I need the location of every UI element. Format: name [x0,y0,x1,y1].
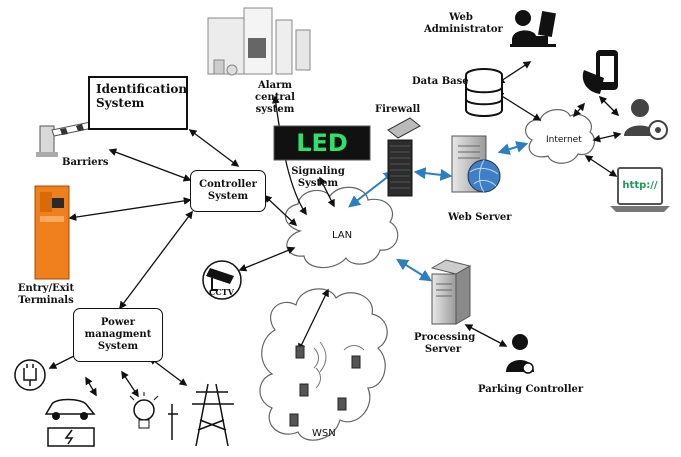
server-icon-web [451,135,501,193]
lan-cloud [284,186,399,269]
web-admin-text: Web Administrator [424,12,503,35]
signaling-system-text: Signaling System [291,166,345,189]
black-connections [48,61,622,398]
alarm-central-label: Alarm central system [240,80,310,116]
database-icon [465,68,503,117]
user-gear-icon [624,99,668,140]
http-text: http:// [622,180,657,191]
parking-controller-label: Parking Controller [478,384,584,395]
sensor-icon [289,345,361,427]
led-text: LED [296,129,348,157]
admin-icon [510,10,556,47]
internet-label: Internet [546,135,582,145]
processing-server-text: Processing Server [414,332,476,355]
power-tower-icon [168,383,234,447]
battery-icon [47,427,95,447]
database-label: Data Base [412,76,469,87]
web-server-label: Web Server [448,212,512,223]
identification-system-box: Identification System [88,76,188,130]
signaling-system-label: Signaling System [288,166,348,190]
signal-waves [313,341,365,389]
parking-controller-icon [506,334,534,374]
plug-icon [14,359,46,391]
cctv-icon [202,260,242,300]
alarm-panel-icon [207,7,311,76]
power-management-box: Power managment System [73,308,163,362]
alarm-central-text: Alarm central system [255,80,295,115]
firewall-icon [387,117,421,197]
firewall-label: Firewall [375,104,421,115]
controller-system-label: Controller System [199,179,257,202]
identification-system-label: Identification System [96,82,188,110]
terminal-icon [34,185,70,280]
wsn-label: WSN [312,428,336,439]
bulb-icon [129,392,159,429]
barriers-label: Barriers [62,157,109,168]
wsn-cloud [259,288,388,441]
car-icon [44,398,96,420]
controller-system-box: Controller System [190,170,266,212]
processing-server-label: Processing Server [414,332,476,356]
entry-exit-label: Entry/Exit Terminals [14,283,78,307]
laptop-icon: http:// [610,167,670,212]
led-sign-icon: LED [273,125,371,161]
entry-exit-text: Entry/Exit Terminals [17,283,75,306]
phone-icon [582,50,618,94]
lan-label: LAN [332,230,353,241]
server-icon-processing [430,259,472,325]
cctv-label: CCTV [209,287,234,297]
power-management-label: Power managment System [84,317,152,352]
web-admin-label: Web Administrator [424,12,503,36]
blue-connections [348,141,529,282]
